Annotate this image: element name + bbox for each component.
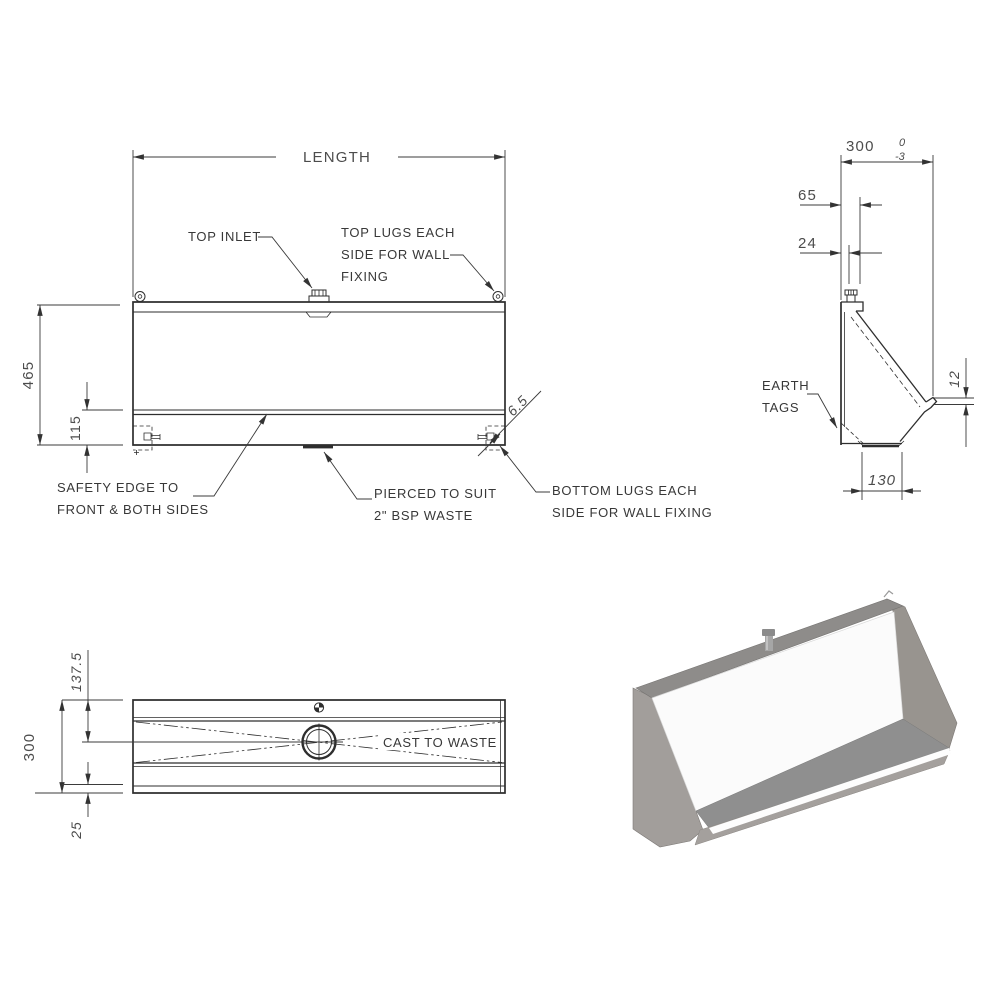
inlet-offset-dimension-65: 65 bbox=[798, 187, 882, 284]
waste-callout: PIERCED TO SUIT 2" BSP WASTE bbox=[323, 451, 497, 523]
earth-tags-label-line2: TAGS bbox=[762, 400, 799, 415]
top-lugs-label-line3: FIXING bbox=[341, 269, 389, 284]
earth-tags-label-line1: EARTH bbox=[762, 378, 809, 393]
plan-depth-dim-text: 300 bbox=[21, 733, 38, 762]
side-section-view: 300 0 -3 65 24 12 bbox=[762, 137, 974, 500]
depth-dimension: 300 0 -3 bbox=[840, 137, 934, 396]
length-dimension: LENGTH bbox=[132, 149, 506, 297]
top-lugs-label-line1: TOP LUGS EACH bbox=[341, 225, 455, 240]
top-fixing-lug-right bbox=[492, 291, 504, 302]
base-width-dimension: 130 bbox=[843, 452, 921, 500]
overall-height-dim-text: 465 bbox=[20, 361, 37, 390]
top-inlet-callout: TOP INLET bbox=[188, 229, 313, 289]
bottom-fixing-lug-left bbox=[133, 425, 161, 455]
bottom-lugs-label-line2: SIDE FOR WALL FIXING bbox=[552, 505, 712, 520]
bottom-fixing-lug-right bbox=[477, 425, 505, 451]
side-inlet-fitting bbox=[844, 289, 858, 303]
plan-outline bbox=[132, 699, 506, 794]
drain-offset-dim-text: 137.5 bbox=[68, 652, 84, 692]
side-profile bbox=[840, 301, 938, 448]
overall-height-dimension: 465 bbox=[20, 304, 123, 446]
front-edge-dim-text: 25 bbox=[68, 821, 84, 840]
safety-edge-callout: SAFETY EDGE TO FRONT & BOTH SIDES bbox=[57, 413, 268, 517]
base-width-dim-text: 130 bbox=[868, 472, 896, 489]
lug-offset-dim-text: 6.5 bbox=[504, 392, 531, 419]
plan-view: CAST TO WASTE 137.5 300 25 bbox=[21, 650, 506, 840]
cast-to-waste-label: CAST TO WASTE bbox=[383, 735, 497, 750]
waste-label-line2: 2" BSP WASTE bbox=[374, 508, 473, 523]
depth-tol-lower: -3 bbox=[895, 151, 906, 163]
lug-offset-dimension: 6.5 bbox=[477, 390, 542, 457]
plan-inlet-mark bbox=[313, 702, 325, 713]
depth-dim-text: 300 bbox=[846, 138, 875, 155]
bottom-lugs-label-line1: BOTTOM LUGS EACH bbox=[552, 483, 697, 498]
top-lugs-callout: TOP LUGS EACH SIDE FOR WALL FIXING bbox=[341, 225, 495, 292]
trough-outline bbox=[132, 301, 506, 446]
safety-edge-height-dim-text: 115 bbox=[67, 415, 83, 441]
plan-depth-dimension: 300 bbox=[21, 699, 123, 794]
dim-24-text: 24 bbox=[798, 235, 817, 252]
dim-65-text: 65 bbox=[798, 187, 817, 204]
lip-height-dim-text: 12 bbox=[946, 370, 962, 388]
iso-front-lip-highlight bbox=[709, 748, 951, 834]
waste-label-line1: PIERCED TO SUIT bbox=[374, 486, 497, 501]
depth-tol-upper: 0 bbox=[899, 137, 906, 149]
drain-outlet bbox=[301, 723, 337, 761]
top-inlet-fitting bbox=[308, 289, 330, 303]
inlet-offset-dimension-24: 24 bbox=[798, 235, 882, 284]
drain-offset-dimension: 137.5 bbox=[62, 650, 123, 743]
iso-render-view bbox=[632, 590, 958, 848]
top-inlet-label: TOP INLET bbox=[188, 229, 261, 244]
safety-edge-label-line1: SAFETY EDGE TO bbox=[57, 480, 179, 495]
length-dim-text: LENGTH bbox=[303, 149, 371, 166]
cast-to-waste-note: CAST TO WASTE bbox=[381, 733, 499, 750]
iso-inlet-pipe bbox=[762, 629, 775, 651]
waste-outlet-mark bbox=[303, 445, 333, 449]
safety-edge-height-dimension: 115 bbox=[67, 382, 123, 473]
earth-tag-outline bbox=[840, 422, 867, 447]
earth-tags-callout: EARTH TAGS bbox=[762, 378, 838, 429]
lip-height-dimension: 12 bbox=[934, 358, 974, 447]
fall-centrelines bbox=[135, 721, 503, 763]
front-edge-dimension: 25 bbox=[62, 762, 123, 840]
safety-edge-label-line2: FRONT & BOTH SIDES bbox=[57, 502, 209, 517]
top-fixing-lug-left bbox=[134, 291, 146, 302]
top-lugs-label-line2: SIDE FOR WALL bbox=[341, 247, 450, 262]
iso-wall-lug bbox=[883, 590, 894, 598]
front-elevation-view: LENGTH 465 115 6.5 TOP INLET TOP LUGS EA bbox=[20, 149, 712, 523]
bottom-lugs-callout: BOTTOM LUGS EACH SIDE FOR WALL FIXING bbox=[499, 445, 712, 520]
